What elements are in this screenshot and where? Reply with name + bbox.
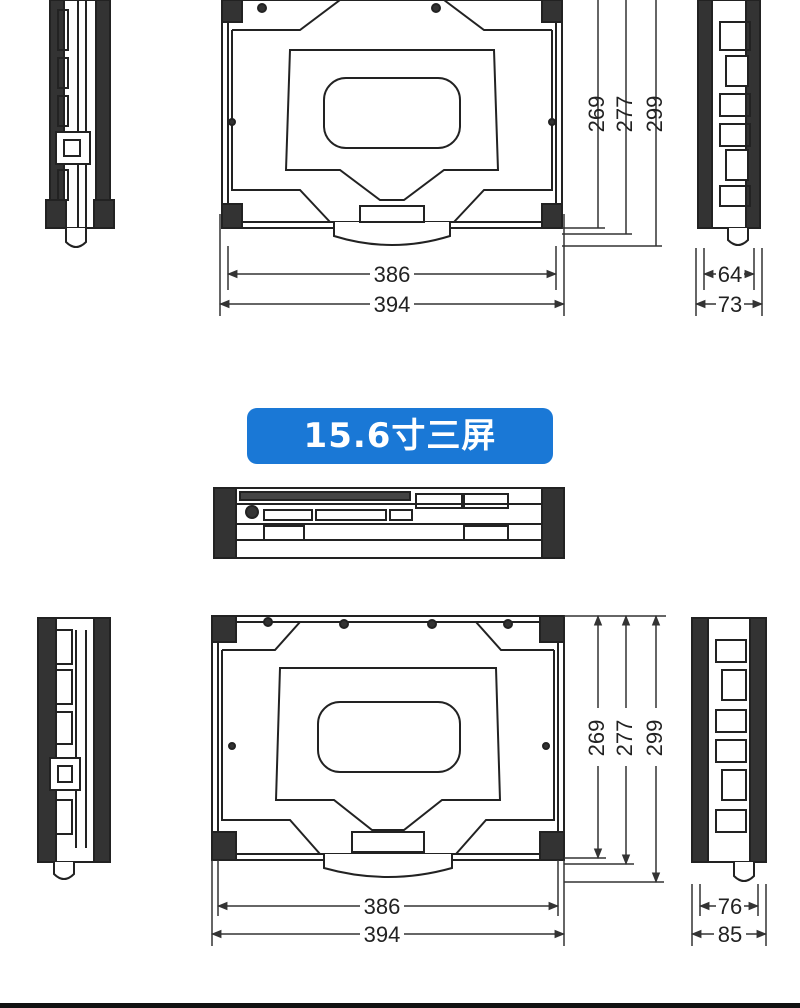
width-dim-label-inner-bottom: 386	[364, 894, 401, 919]
height-dim-label-3: 299	[642, 96, 667, 133]
side-view-right-bottom	[691, 617, 767, 882]
height-dim-label-2-bottom: 277	[612, 720, 637, 757]
width-dim-label-outer-bottom: 394	[364, 922, 401, 947]
section-title-badge: 15.6寸三屏	[247, 408, 553, 464]
height-dim-label-1-bottom: 269	[584, 720, 609, 757]
height-dim-label-1: 269	[584, 96, 609, 133]
front-view-closed	[213, 487, 565, 559]
top-view-main-top	[221, 0, 563, 246]
depth-dim-label-outer-bottom: 85	[718, 922, 742, 947]
top-view-main-bottom	[211, 615, 565, 878]
depth-dim-label-inner: 64	[718, 262, 742, 287]
side-view-left-bottom	[37, 617, 111, 880]
bottom-divider	[0, 1003, 800, 1008]
height-dim-label-3-bottom: 299	[642, 720, 667, 757]
side-view-left-top	[45, 0, 115, 248]
dimension-lines-top	[218, 0, 764, 316]
side-view-right-top	[697, 0, 761, 246]
width-dim-label-outer: 394	[374, 292, 411, 317]
width-dim-label-inner: 386	[374, 262, 411, 287]
depth-dim-label-outer: 73	[718, 292, 742, 317]
depth-dim-label-inner-bottom: 76	[718, 894, 742, 919]
dimension-lines-bottom	[210, 614, 768, 946]
height-dim-label-2: 277	[612, 96, 637, 133]
